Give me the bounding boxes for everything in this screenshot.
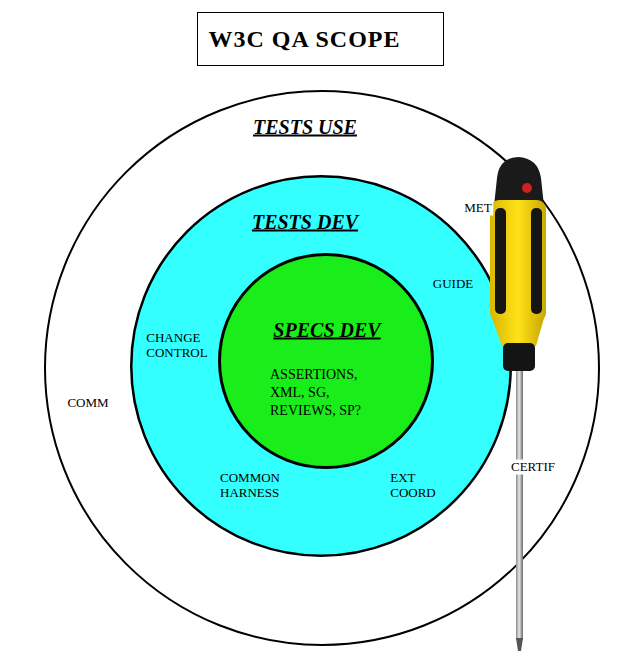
area-label: COMMON HARNESS	[218, 471, 282, 501]
area-label: CHANGE CONTROL	[144, 331, 209, 361]
area-label: CERTIF	[509, 460, 557, 475]
area-label: EXT COORD	[388, 471, 438, 501]
circle-shape	[220, 255, 433, 468]
screwdriver-grip	[531, 208, 542, 314]
screwdriver-dot	[522, 183, 532, 193]
screwdriver-grip	[495, 208, 506, 314]
circle-outline	[218, 253, 434, 469]
screwdriver-tip	[516, 638, 523, 651]
circle-heading: TESTS USE	[253, 116, 357, 139]
screwdriver-handle	[490, 200, 546, 322]
screwdriver-shaft	[516, 368, 523, 640]
screwdriver-cap	[494, 157, 544, 206]
area-label: MET	[462, 201, 493, 216]
circle-heading: TESTS DEV	[252, 211, 358, 234]
scope-circle: SPECS DEV ASSERTIONS, XML, SG, REVIEWS, S…	[218, 253, 434, 469]
screwdriver-collar	[503, 343, 535, 371]
area-label: GUIDE	[431, 277, 475, 292]
scope-circle: TESTS DEV SPECS DEV ASSERTIONS, XML, SG, R…	[130, 175, 512, 557]
area-label: COMM	[65, 396, 110, 411]
screwdriver-neck	[492, 318, 544, 346]
circle-shape	[45, 91, 599, 645]
diagram-title: W3C QA SCOPE	[209, 26, 401, 53]
circle-shape	[131, 176, 511, 556]
title-box: W3C QA SCOPE	[197, 12, 444, 66]
circle-heading: SPECS DEV	[273, 319, 380, 342]
circle-body: ASSERTIONS, XML, SG, REVIEWS, SP?	[270, 366, 392, 421]
